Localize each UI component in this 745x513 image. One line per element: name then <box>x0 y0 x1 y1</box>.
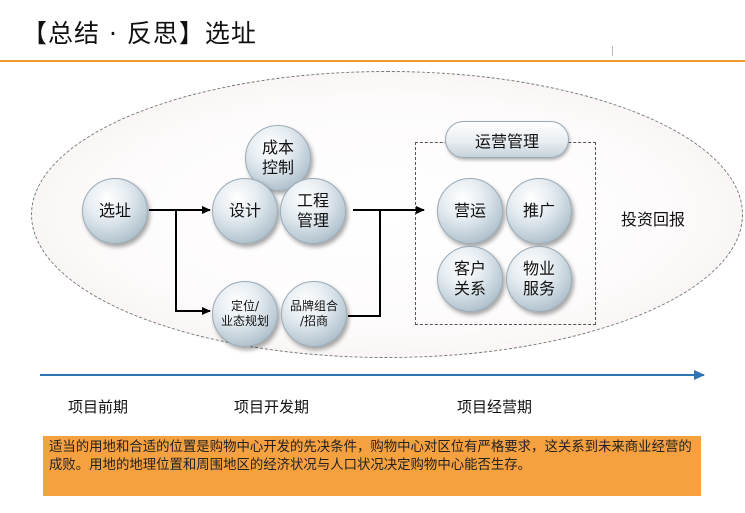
title-divider <box>0 60 745 62</box>
phase-pre-project: 项目前期 <box>68 398 129 416</box>
phase-development: 项目开发期 <box>234 398 310 416</box>
operations-management-pill: 运营管理 <box>445 121 569 158</box>
node-site-selection: 选址 <box>82 178 148 244</box>
node-positioning-planning: 定位/ 业态规划 <box>212 281 278 347</box>
node-property-service: 物业 服务 <box>506 246 572 312</box>
phase-operation: 项目经营期 <box>457 398 533 416</box>
node-brand-leasing: 品牌组合 /招商 <box>281 281 347 347</box>
node-design: 设计 <box>212 178 278 244</box>
process-ellipse <box>31 71 743 358</box>
investment-return-label: 投资回报 <box>621 210 686 229</box>
summary-box: 适当的用地和合适的位置是购物中心开发的先决条件，购物中心对区位有严格要求，这关系… <box>43 436 701 496</box>
page-title: 【总结 · 反思】选址 <box>22 19 257 48</box>
corner-tick <box>612 46 613 56</box>
node-engineering-management: 工程 管理 <box>280 178 346 244</box>
arrow-site-to-positioning <box>175 210 211 315</box>
node-customer-relations: 客户 关系 <box>437 246 503 312</box>
arrow-brand-to-ops <box>348 210 381 317</box>
node-promotion: 推广 <box>506 178 572 244</box>
node-operation: 营运 <box>437 178 503 244</box>
node-cost-control: 成本 控制 <box>245 125 311 191</box>
